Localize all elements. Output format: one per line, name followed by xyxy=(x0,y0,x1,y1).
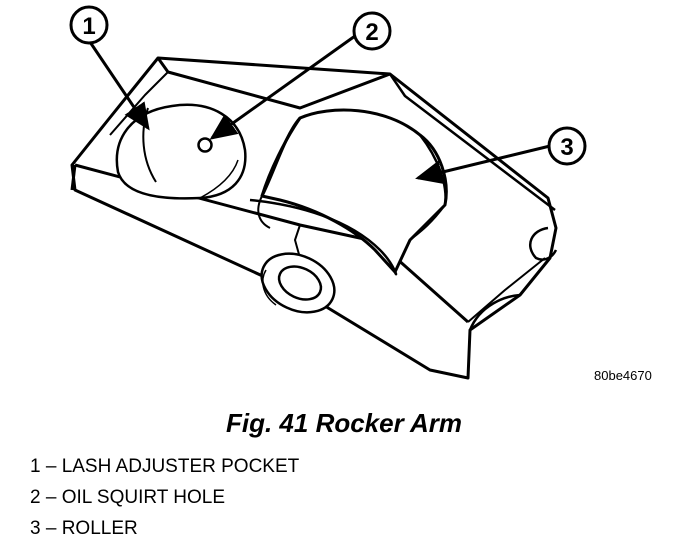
callout-1: 1 xyxy=(69,5,109,45)
legend-item: 3 – ROLLER xyxy=(30,518,138,539)
callout-3-leader xyxy=(415,144,551,185)
oil-squirt-hole xyxy=(197,137,213,153)
callout-1-leader xyxy=(88,41,150,131)
callout-2: 2 xyxy=(352,11,392,51)
svg-text:1: 1 xyxy=(82,13,95,40)
figure-title: Fig. 41 Rocker Arm xyxy=(225,408,462,438)
rocker-arm-illustration: 1 2 3 xyxy=(69,5,587,380)
lash-adjuster-pocket xyxy=(115,103,247,200)
callout-3: 3 xyxy=(547,126,587,166)
pivot-bore xyxy=(260,252,336,314)
svg-text:2: 2 xyxy=(365,19,378,46)
roller xyxy=(249,108,448,276)
callout-2-leader xyxy=(209,34,356,140)
legend-item: 1 – LASH ADJUSTER POCKET xyxy=(30,456,300,477)
legend-item: 2 – OIL SQUIRT HOLE xyxy=(30,487,226,508)
callout-legend: 1 – LASH ADJUSTER POCKET 2 – OIL SQUIRT … xyxy=(30,454,299,547)
svg-text:3: 3 xyxy=(560,134,573,161)
figure-reference-code: 80be4670 xyxy=(594,368,652,383)
rocker-body xyxy=(70,56,558,380)
